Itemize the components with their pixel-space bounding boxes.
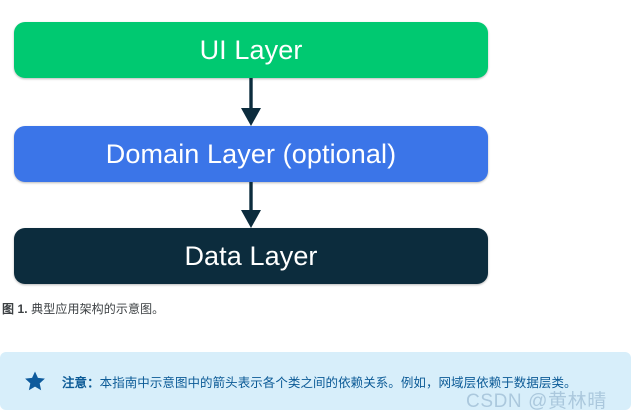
note-body: 本指南中示意图中的箭头表示各个类之间的依赖关系。例如，网域层依赖于数据层类。 [99,375,577,390]
figure-caption-number: 图 1. [2,302,28,316]
ui-layer-label: UI Layer [199,34,303,65]
star-icon [25,371,45,391]
figure-caption: 图 1. 典型应用架构的示意图。 [2,300,164,317]
note-label: 注意： [62,375,100,390]
domain-layer-box: Domain Layer (optional) [14,126,488,182]
data-layer-box: Data Layer [14,228,488,284]
arrow-ui-to-domain [241,78,261,126]
figure-caption-text: 典型应用架构的示意图。 [27,302,165,316]
ui-layer-box: UI Layer [14,22,488,78]
architecture-diagram: UI Layer Domain Layer (optional) Data La… [14,22,488,284]
arrow-domain-to-data [241,182,261,228]
domain-layer-label: Domain Layer (optional) [105,138,397,169]
data-layer-label: Data Layer [184,240,318,271]
note-text: 注意：本指南中示意图中的箭头表示各个类之间的依赖关系。例如，网域层依赖于数据层类… [62,372,577,391]
note-banner: 注意：本指南中示意图中的箭头表示各个类之间的依赖关系。例如，网域层依赖于数据层类… [0,352,631,410]
